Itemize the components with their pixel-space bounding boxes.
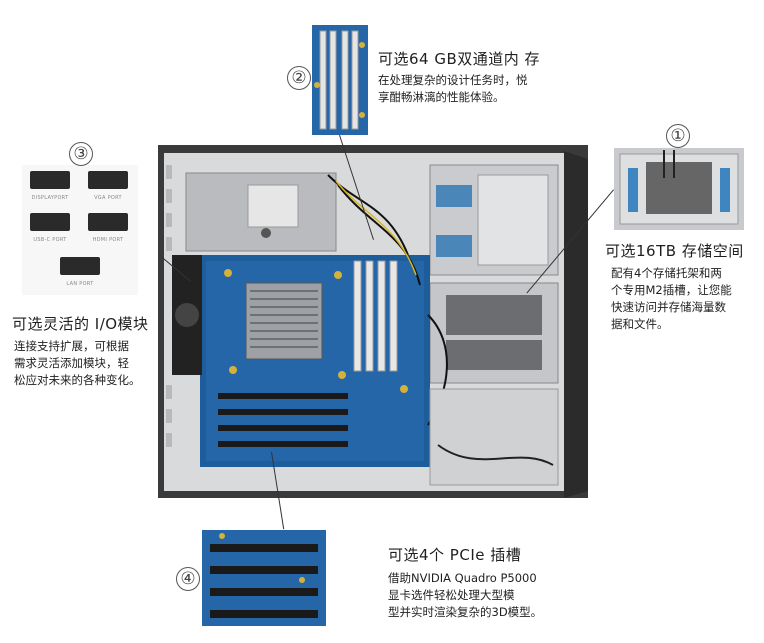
callout-desc-1: 配有4个存储托架和两 个专用M2插槽，让您能 快速访问并存储海量数 据和文件。 xyxy=(611,265,732,333)
callout-title-4: 可选4个 PCIe 插槽 xyxy=(388,546,522,564)
io-module-hdmi xyxy=(88,213,128,231)
callout-desc-4-line: 型并实时渲染复杂的3D模型。 xyxy=(388,605,543,619)
io-module-lan xyxy=(60,257,100,275)
callout-number-2: ② xyxy=(287,66,311,90)
callout-number-4: ④ xyxy=(176,567,200,591)
io-module-usb-c xyxy=(30,213,70,231)
io-module-label: VGA PORT xyxy=(94,195,122,201)
callout-desc-2: 在处理复杂的设计任务时，悦 享酣畅淋漓的性能体验。 xyxy=(378,72,528,106)
workstation-interior-image xyxy=(158,145,588,498)
callout-desc-4: 借助NVIDIA Quadro P5000 显卡选件轻松处理大型模 型并实时渲染… xyxy=(388,570,542,621)
callout-desc-3: 连接支持扩展，可根据 需求灵活添加模块，轻 松应对未来的各种变化。 xyxy=(14,338,141,389)
callout-desc-3-line: 连接支持扩展，可根据 xyxy=(14,339,129,353)
callout-number-1: ① xyxy=(666,124,690,148)
ram-closeup-image xyxy=(312,25,368,135)
callout-desc-2-line: 享酣畅淋漓的性能体验。 xyxy=(378,90,505,104)
callout-title-1: 可选16TB 存储空间 xyxy=(605,242,744,260)
io-module-vga xyxy=(88,171,128,189)
pcie-closeup-image xyxy=(202,530,326,626)
storage-closeup-image xyxy=(614,148,744,230)
callout-desc-1-line: 快速访问并存储海量数 xyxy=(611,300,726,314)
callout-desc-4-line: 借助NVIDIA Quadro P5000 xyxy=(388,571,537,585)
io-module-label: DISPLAYPORT xyxy=(31,195,69,201)
callout-desc-3-line: 松应对未来的各种变化。 xyxy=(14,373,141,387)
callout-desc-1-line: 配有4个存储托架和两 xyxy=(611,266,722,280)
callout-desc-4-line: 显卡选件轻松处理大型模 xyxy=(388,588,515,602)
callout-desc-2-line: 在处理复杂的设计任务时，悦 xyxy=(378,73,528,87)
io-module-label: LAN PORT xyxy=(66,281,94,287)
io-module-label: HDMI PORT xyxy=(92,237,124,243)
io-modules-image: DISPLAYPORT VGA PORT USB-C PORT HDMI POR… xyxy=(22,165,138,295)
io-module-label: USB-C PORT xyxy=(33,237,67,243)
io-module-displayport xyxy=(30,171,70,189)
callout-number-3: ③ xyxy=(69,142,93,166)
callout-title-3: 可选灵活的 I/O模块 xyxy=(12,315,149,333)
callout-desc-3-line: 需求灵活添加模块，轻 xyxy=(14,356,129,370)
callout-title-2: 可选64 GB双通道内 存 xyxy=(378,50,541,68)
callout-desc-1-line: 据和文件。 xyxy=(611,317,669,331)
callout-desc-1-line: 个专用M2插槽，让您能 xyxy=(611,283,732,297)
